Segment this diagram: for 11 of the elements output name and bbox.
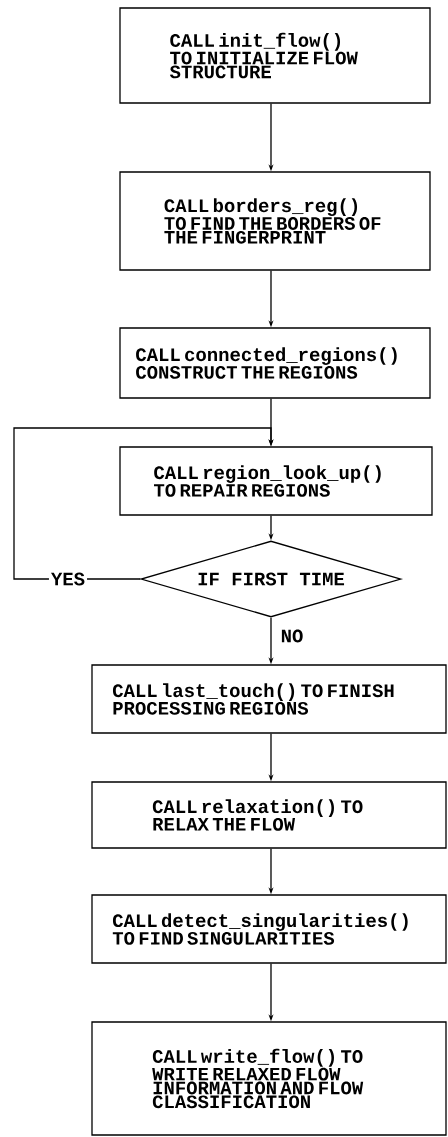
arrow — [13, 427, 274, 580]
process-box: CALL connected_regions() CONSTRUCT THE REGIONS — [119, 327, 431, 399]
edge-label: NO — [281, 629, 303, 643]
process-box: CALL relaxation() TO RELAX THE FLOW — [91, 781, 447, 849]
process-box: CALL last_touch() TO FINISH PROCESSING REGIONS — [91, 664, 447, 734]
process-box: CALL init_flow() TO INITIALIZE FLOW STRUCTURE — [119, 7, 431, 104]
edge-label: YES — [48, 570, 88, 588]
process-box: CALL detect_singularities() TO FIND SINGULARITIES — [91, 894, 447, 964]
process-box: CALL region_look_up() TO REPAIR REGIONS — [119, 446, 433, 516]
process-box: CALL write_flow() TO WRITE RELAXED FLOW INFORMATION AND FLOW CLASSIFICATION — [91, 1021, 447, 1136]
process-box: CALL borders_reg() TO FIND THE BORDERS OF THE FINGERPRINT — [119, 171, 431, 271]
